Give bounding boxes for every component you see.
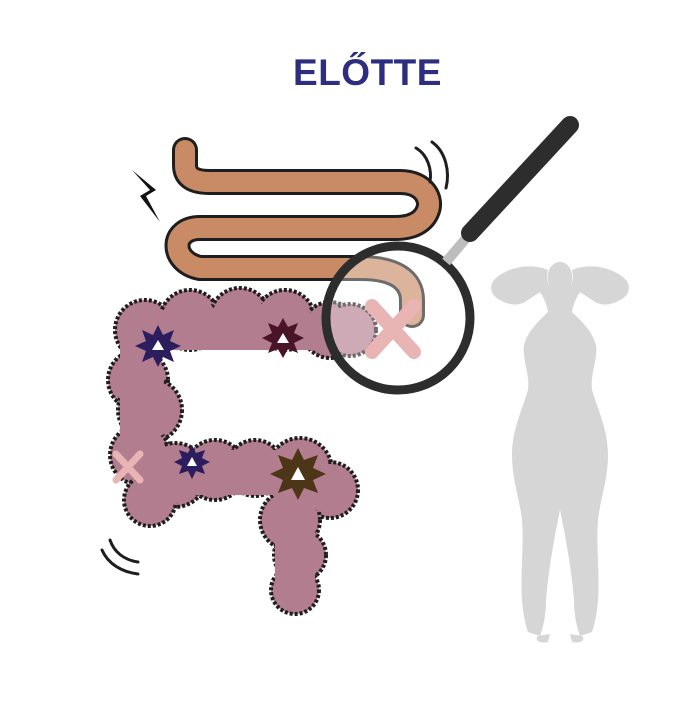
damage-x-icon [365,299,421,359]
motion-lines-icon [414,140,449,190]
small-intestine [164,137,442,328]
bacteria-icon [270,448,326,500]
bacteria-icon [262,318,304,358]
lightning-icon [132,170,160,222]
person-silhouette [491,262,629,643]
bacteria-icon [135,325,181,367]
heading-before: ELŐTTE [293,52,442,93]
motion-lines-icon [100,538,140,576]
bacteria-icon [174,445,210,479]
damage-x-icon [112,450,144,484]
magnifying-glass [321,116,579,395]
